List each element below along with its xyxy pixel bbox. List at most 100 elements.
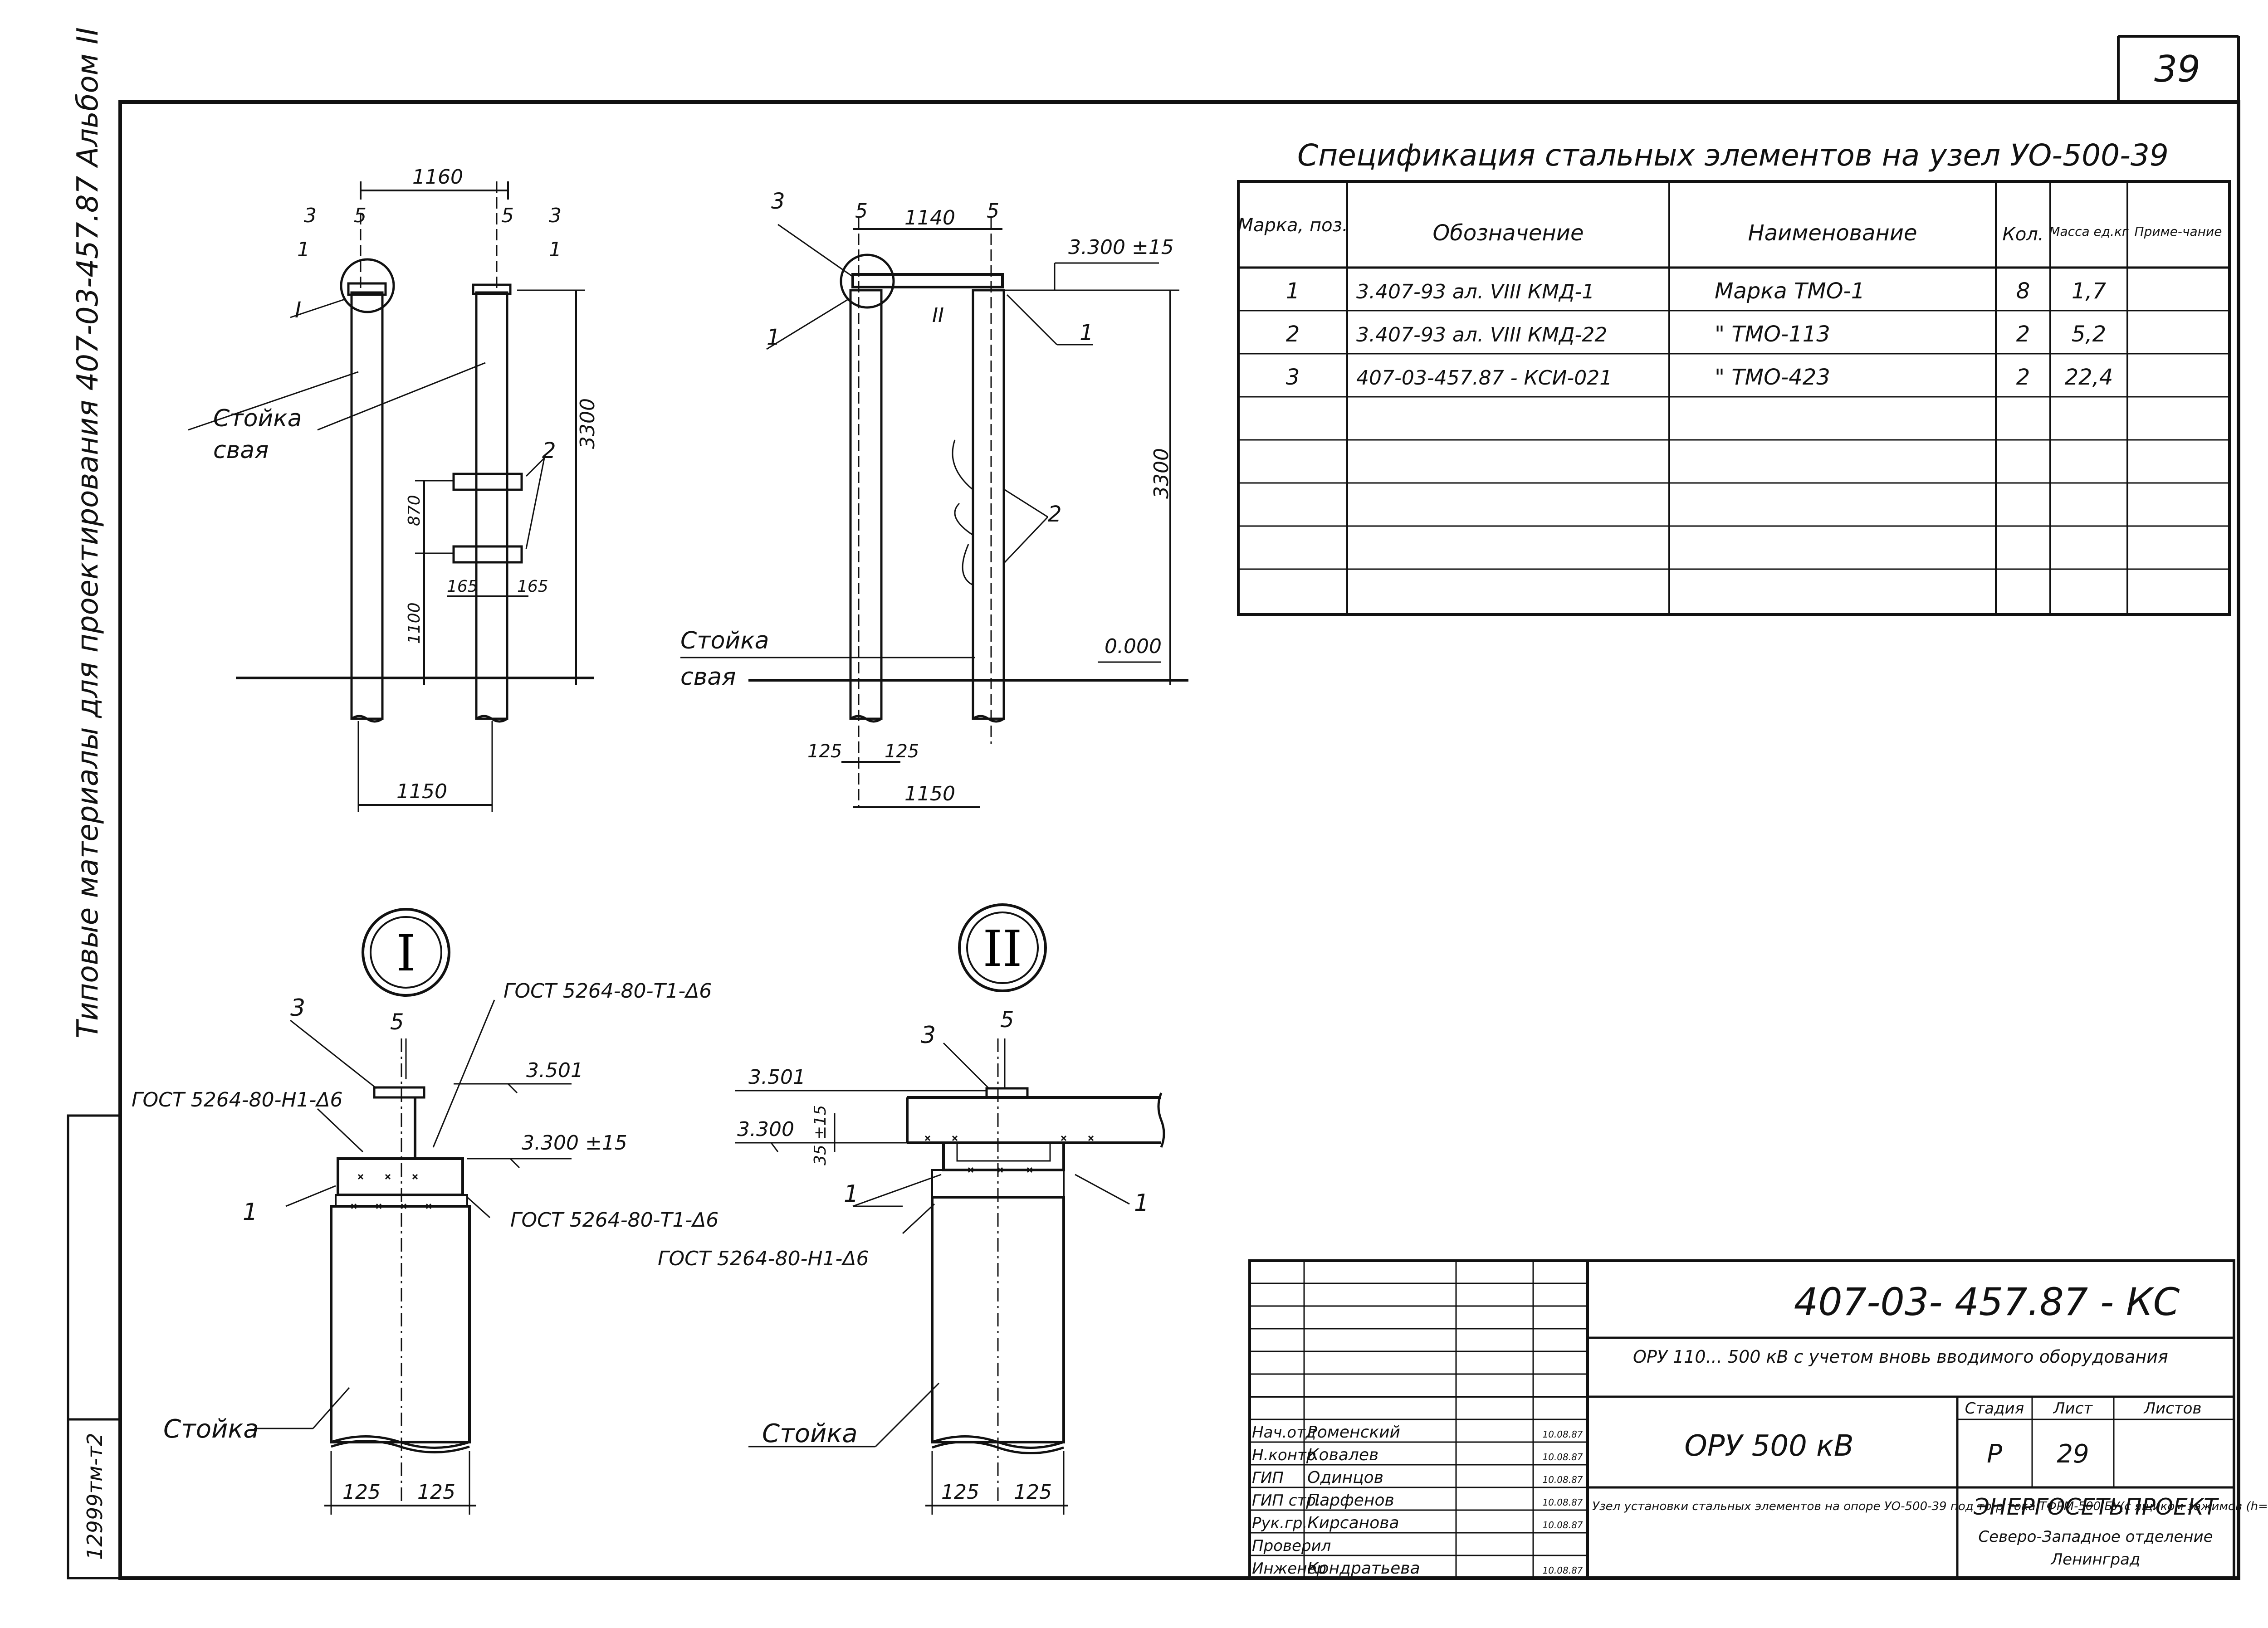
tb-doc-code: 407-03- 457.87 - КС <box>1794 1280 2180 1324</box>
signer-date: 10.08.87 <box>1542 1429 1583 1440</box>
signer-role: ГИП <box>1252 1469 1284 1487</box>
left-post <box>849 289 883 720</box>
v1-dim-165-right: 165 <box>517 577 548 596</box>
d2-level-3501: 3.501 <box>748 1066 806 1089</box>
spec-header-mark: Марка, поз. <box>1237 215 1348 236</box>
spec-cell: " ТМО-423 <box>1715 365 1830 390</box>
tb-object: ОРУ 500 кВ <box>1684 1429 1853 1463</box>
v1-label-3-right: 3 <box>549 204 562 227</box>
v2-label-1-right: 1 <box>1080 320 1094 346</box>
signer-name: Кондратьева <box>1307 1559 1420 1578</box>
signer-name: Роменский <box>1307 1423 1400 1442</box>
d1-label-5: 5 <box>390 1009 404 1035</box>
v1-dim-165-left: 165 <box>447 577 478 596</box>
spec-header-name: Наименование <box>1748 220 1917 246</box>
spec-cell: 22,4 <box>2065 365 2113 390</box>
d2-label-3: 3 <box>921 1022 936 1049</box>
v1-dim-870: 870 <box>405 495 424 526</box>
spec-cell: 1,7 <box>2072 278 2107 304</box>
spec-cell: 8 <box>2016 278 2030 304</box>
signer-date: 10.08.87 <box>1542 1565 1583 1576</box>
v2-dim-top: 1140 <box>904 206 955 229</box>
spec-cell: 407-03-457.87 - КСИ-021 <box>1356 366 1612 390</box>
spec-cell: 5,2 <box>2072 322 2106 347</box>
detail-I-roman: I <box>396 924 415 982</box>
v2-label-5-left: 5 <box>855 200 868 223</box>
side-stamp: 12999тм-т2 <box>83 1433 107 1560</box>
d1-level-3501: 3.501 <box>526 1059 583 1082</box>
sheet-number: 39 <box>2154 48 2200 90</box>
v2-dim-bottom: 1150 <box>904 782 955 805</box>
spec-header-note: Приме-чание <box>2135 224 2222 239</box>
callout-circle-II <box>840 253 895 309</box>
v1-label-I: I <box>295 297 301 323</box>
v1-label-1-left: 1 <box>297 238 310 261</box>
d2-label-1-left: 1 <box>844 1180 859 1208</box>
callout-circle-I <box>340 258 395 313</box>
v2-level-top: 3.300 ±15 <box>1068 236 1174 259</box>
v1-label-3-left: 3 <box>304 204 317 227</box>
view-1-elevation: 1160 1150 3300 870 1100 165 165 3 5 1 I … <box>188 166 599 812</box>
v1-dim-bottom: 1150 <box>396 780 447 803</box>
spec-col-lines <box>1346 181 2128 614</box>
detail-II: II 3 5 1 1 <box>658 903 1165 1515</box>
tb-org-name: ЭНЕРГОСЕТЬПРОЕКТ <box>1973 1494 2219 1520</box>
specification-table: Спецификация стальных элементов на узел … <box>1237 138 2231 616</box>
d1-level-3300: 3.300 ±15 <box>522 1131 627 1155</box>
detail-II-roman: II <box>983 920 1022 978</box>
detail-I: I 3 5 1 ГОСТ 5264-80-Т1-Δ6 <box>132 908 719 1515</box>
spec-cell: 1 <box>1286 278 1300 304</box>
d2-label-5: 5 <box>1000 1007 1014 1033</box>
d1-label-1: 1 <box>243 1199 258 1226</box>
tb-stage: Р <box>1987 1439 2002 1469</box>
v1-label-stoyka: Стойка <box>213 405 302 432</box>
tb-sheets-label: Листов <box>2143 1399 2201 1418</box>
signer-role: Нач.отд <box>1252 1423 1316 1442</box>
spec-cell: 2 <box>2016 365 2030 390</box>
v2-label-stoyka: Стойка <box>680 627 769 654</box>
tb-sheet-label: Лист <box>2053 1399 2093 1418</box>
tb-stage-label: Стадия <box>1965 1399 2024 1418</box>
detail-II-circle <box>958 903 1047 992</box>
spec-row-lines <box>1238 310 2229 570</box>
v1-label-5-left: 5 <box>354 204 367 227</box>
signer-name: Кирсанова <box>1307 1514 1399 1532</box>
signer-name: Одинцов <box>1307 1468 1383 1487</box>
spec-cell: 3.407-93 ал. VIII КМД-1 <box>1356 280 1594 303</box>
d2-dim-125-left: 125 <box>941 1481 979 1504</box>
v1-dim-height: 3300 <box>576 398 599 449</box>
v2-label-1-left: 1 <box>767 325 781 350</box>
d2-gost-h1: ГОСТ 5264-80-Н1-Δ6 <box>658 1247 869 1270</box>
signer-date: 10.08.87 <box>1542 1497 1583 1508</box>
right-post <box>972 289 1005 720</box>
spec-header-qty: Кол. <box>2002 224 2043 245</box>
signer-name: Парфенов <box>1307 1491 1394 1510</box>
signer-date: 10.08.87 <box>1542 1520 1583 1531</box>
v1-label-2: 2 <box>542 438 556 463</box>
d2-label-1-right: 1 <box>1134 1189 1149 1217</box>
signer-role: Н.контр <box>1252 1446 1316 1464</box>
v1-label-svaya: свая <box>213 437 269 464</box>
view-2-elevation: 1140 1150 3300 3.300 ±15 0.000 125 125 3… <box>680 189 1188 808</box>
tb-org-branch: Северо-Западное отделение <box>1978 1528 2213 1546</box>
detail-I-circle <box>362 908 450 997</box>
spec-header-designation: Обозначение <box>1432 220 1584 246</box>
v2-label-5-right: 5 <box>987 200 999 223</box>
v2-level-zero: 0.000 <box>1105 635 1162 658</box>
v2-label-3: 3 <box>771 189 785 214</box>
sheet-frame <box>67 35 2240 1580</box>
signer-name: Ковалев <box>1307 1446 1378 1464</box>
tb-sheet: 29 <box>2057 1439 2089 1469</box>
v2-dim-height: 3300 <box>1150 448 1173 499</box>
spec-title: Спецификация стальных элементов на узел … <box>1297 138 2169 173</box>
d1-dim-125-right: 125 <box>417 1481 455 1504</box>
side-title: Типовые материалы для проектирования 407… <box>71 27 105 1038</box>
v2-label-II: II <box>932 304 944 327</box>
tb-project: ОРУ 110... 500 кВ с учетом вновь вводимо… <box>1633 1347 2168 1367</box>
d2-level-3300: 3.300 <box>737 1118 794 1141</box>
title-block: 407-03- 457.87 - КС ОРУ 110... 500 кВ с … <box>1248 1259 2268 1579</box>
d1-dim-125-left: 125 <box>342 1481 381 1504</box>
d2-dim-125-right: 125 <box>1014 1481 1052 1504</box>
